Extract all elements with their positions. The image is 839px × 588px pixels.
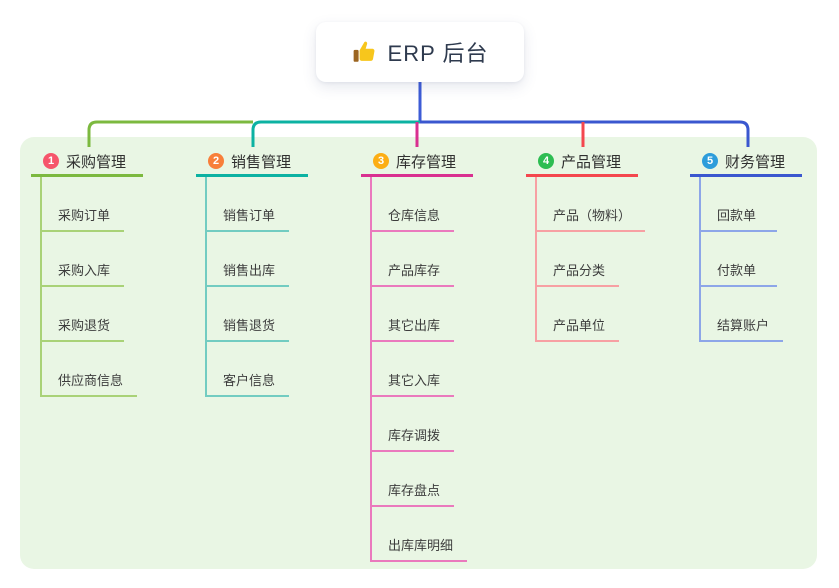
branch-node-1: 1 采购管理采购订单采购入库采购退货供应商信息 [31,148,143,397]
child-node[interactable]: 销售出库 [205,232,290,287]
branch-header-4[interactable]: 4 产品管理 [526,148,638,177]
child-node[interactable]: 采购入库 [40,232,125,287]
child-node[interactable]: 出库库明细 [370,507,468,562]
child-node[interactable]: 库存盘点 [370,452,455,507]
branch-node-4: 4 产品管理产品（物料）产品分类产品单位 [526,148,646,342]
branch-child-connector [205,177,207,396]
branch-child-connector [370,177,372,561]
child-node[interactable]: 采购退货 [40,287,125,342]
branch-number-badge: 4 [538,153,554,169]
branch-node-5: 5 财务管理回款单付款单结算账户 [690,148,802,342]
child-node[interactable]: 客户信息 [205,342,290,397]
child-node[interactable]: 销售退货 [205,287,290,342]
child-node[interactable]: 产品（物料） [535,177,646,232]
branch-child-connector [699,177,701,341]
branch-number-badge: 3 [373,153,389,169]
branch-label: 库存管理 [396,153,457,171]
child-node[interactable]: 产品单位 [535,287,620,342]
child-node[interactable]: 其它入库 [370,342,455,397]
branch-label: 采购管理 [66,153,127,171]
branch-number-badge: 5 [702,153,718,169]
child-node[interactable]: 产品库存 [370,232,455,287]
child-node[interactable]: 产品分类 [535,232,620,287]
branch-header-5[interactable]: 5 财务管理 [690,148,802,177]
branch-header-2[interactable]: 2 销售管理 [196,148,308,177]
branch-number-badge: 2 [208,153,224,169]
branch-header-3[interactable]: 3 库存管理 [361,148,473,177]
branch-children: 仓库信息产品库存其它出库其它入库库存调拨库存盘点出库库明细 [361,177,473,562]
child-node[interactable]: 其它出库 [370,287,455,342]
branch-children: 采购订单采购入库采购退货供应商信息 [31,177,143,397]
branch-children: 产品（物料）产品分类产品单位 [526,177,646,342]
branch-label: 财务管理 [725,153,786,171]
branch-number-badge: 1 [43,153,59,169]
child-node[interactable]: 付款单 [699,232,777,287]
mindmap-panel [20,137,817,569]
root-node[interactable]: ERP 后台 [316,22,524,82]
child-node[interactable]: 库存调拨 [370,397,455,452]
branch-label: 销售管理 [231,153,292,171]
child-node[interactable]: 供应商信息 [40,342,138,397]
root-node-label: ERP 后台 [387,41,489,66]
branch-children: 销售订单销售出库销售退货客户信息 [196,177,308,397]
child-node[interactable]: 采购订单 [40,177,125,232]
branch-label: 产品管理 [561,153,622,171]
branch-header-1[interactable]: 1 采购管理 [31,148,143,177]
branch-child-connector [40,177,42,396]
branch-child-connector [535,177,537,341]
child-node[interactable]: 回款单 [699,177,777,232]
child-node[interactable]: 仓库信息 [370,177,455,232]
branch-children: 回款单付款单结算账户 [690,177,802,342]
child-node[interactable]: 结算账户 [699,287,784,342]
thumbs-up-icon [353,41,374,62]
child-node[interactable]: 销售订单 [205,177,290,232]
branch-node-2: 2 销售管理销售订单销售出库销售退货客户信息 [196,148,308,397]
branch-node-3: 3 库存管理仓库信息产品库存其它出库其它入库库存调拨库存盘点出库库明细 [361,148,473,562]
